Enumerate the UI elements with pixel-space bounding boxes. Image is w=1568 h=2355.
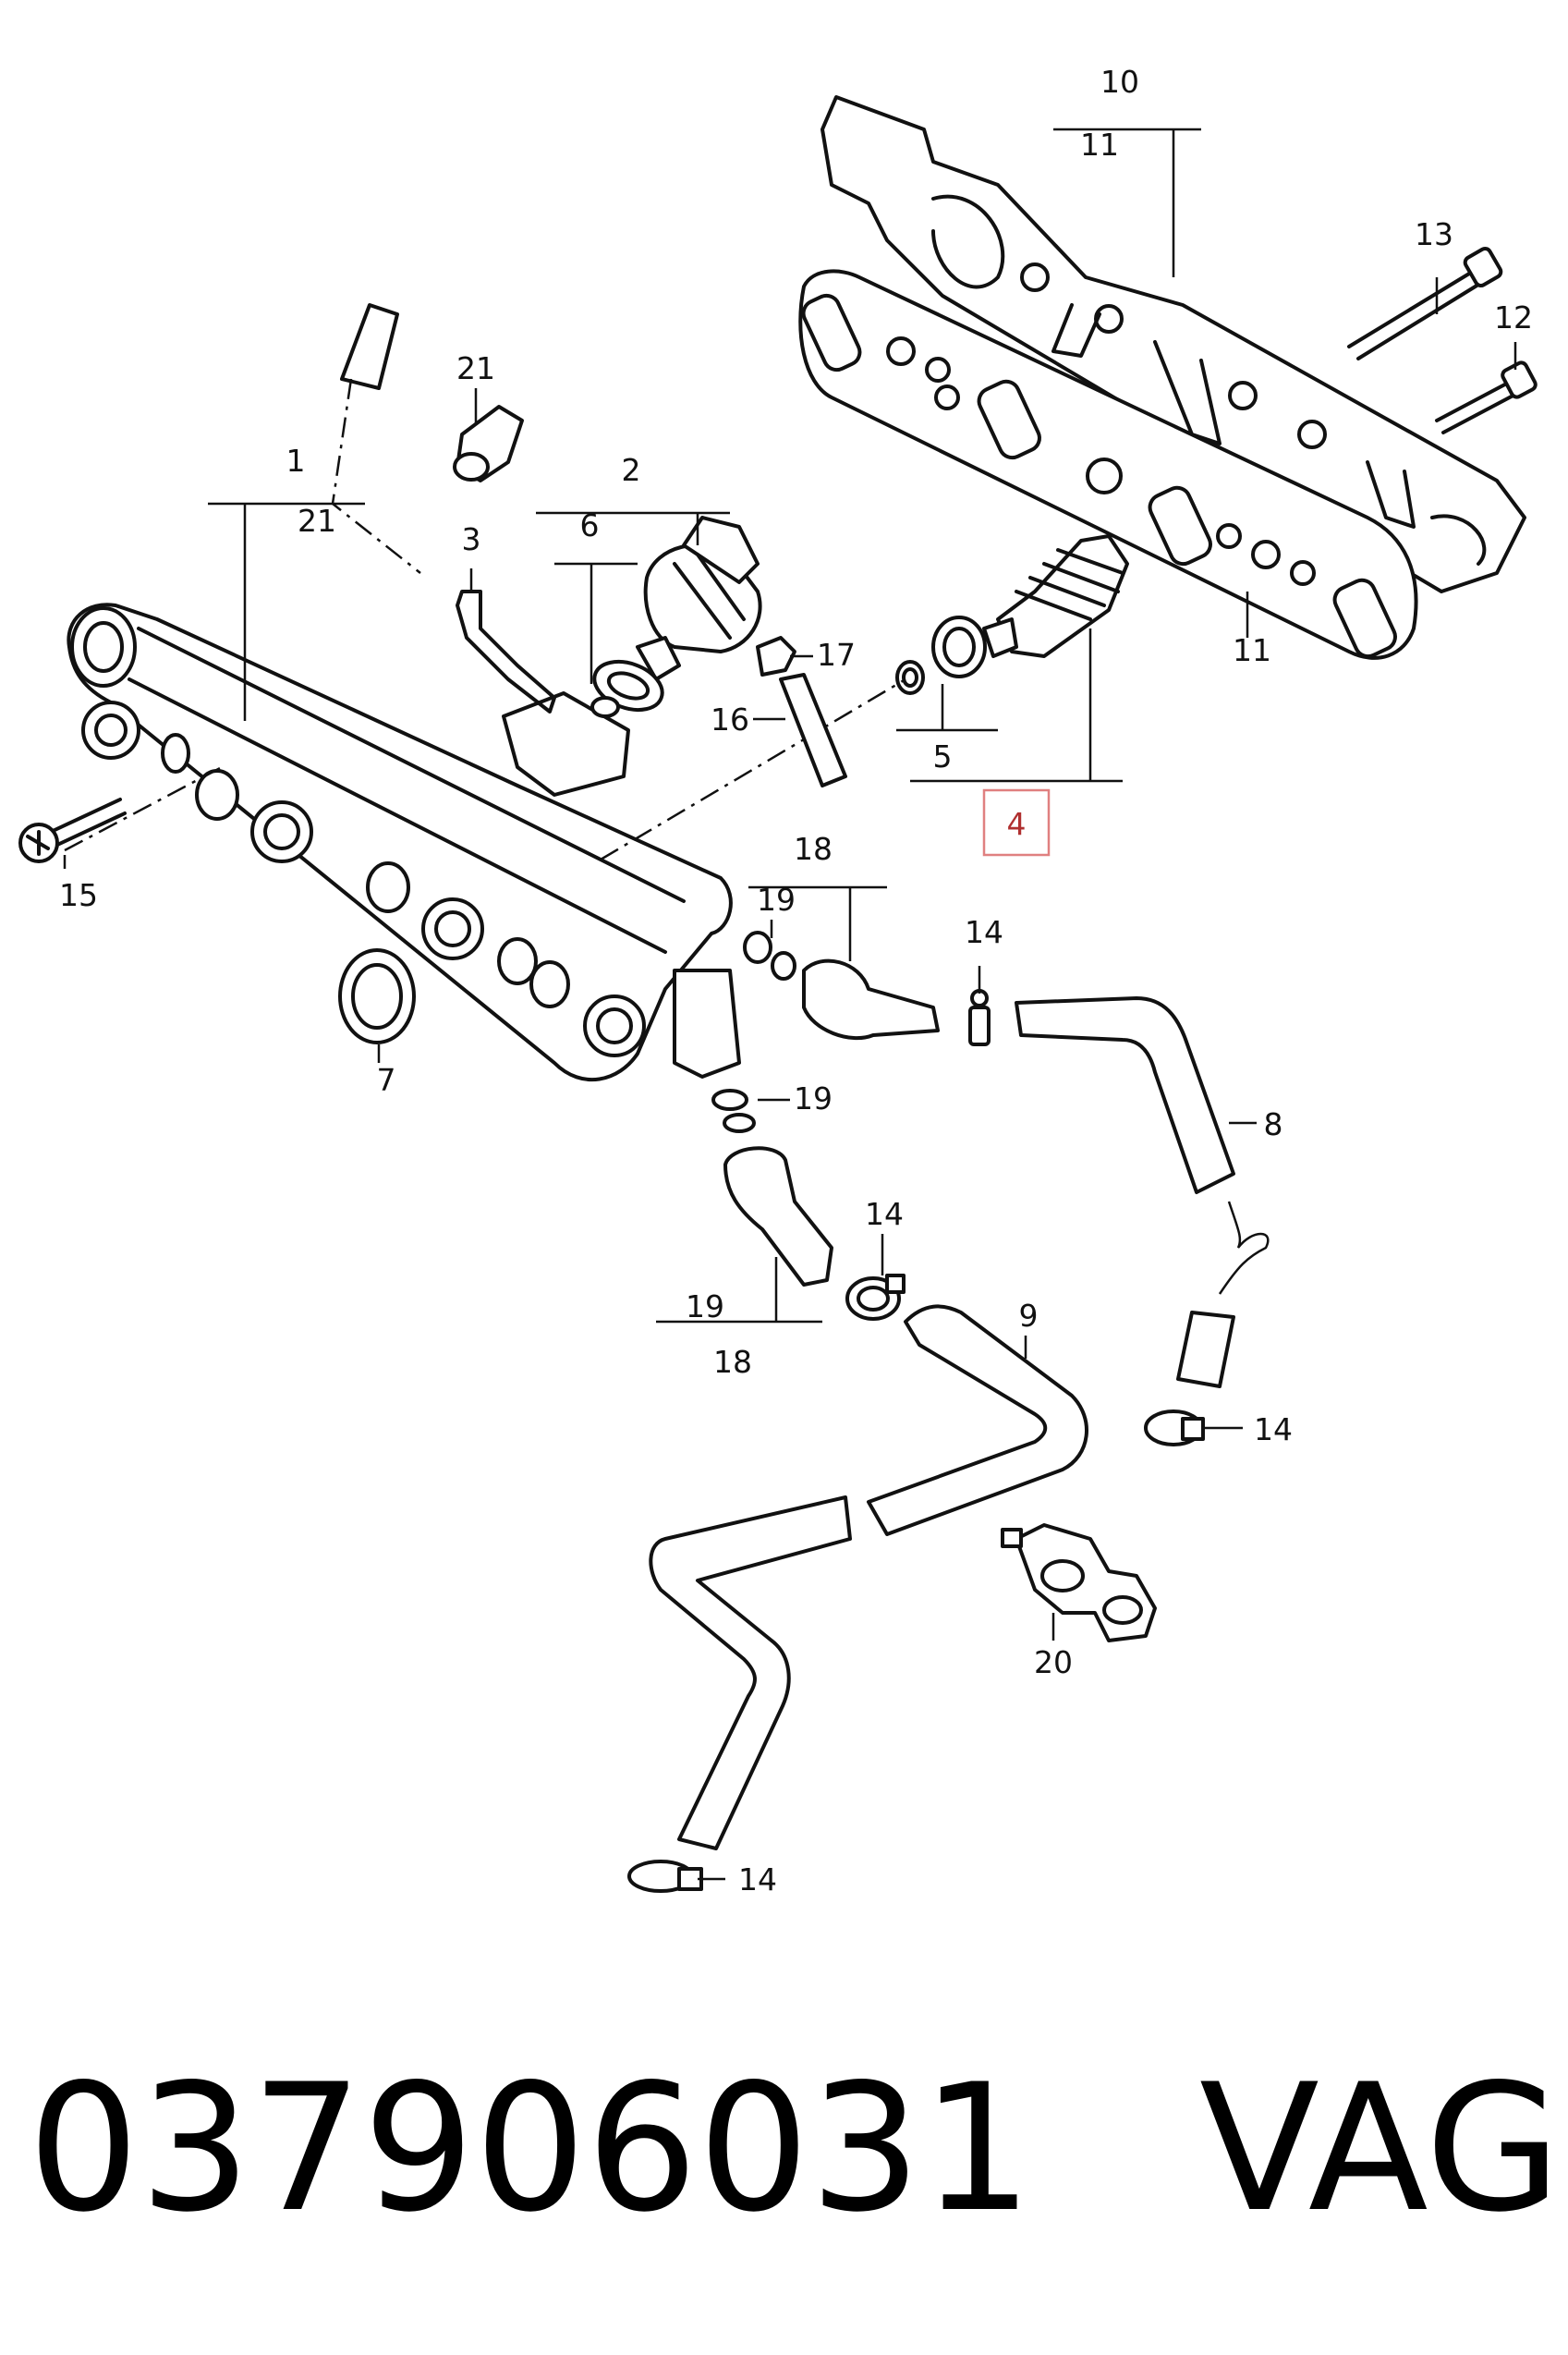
vacuum-elbow-21 xyxy=(453,405,524,482)
return-fitting-lower xyxy=(711,1089,833,1287)
callout-21: 21 xyxy=(456,350,495,386)
fuel-injector xyxy=(982,534,1129,658)
callout-19: 19 xyxy=(794,1080,833,1116)
fuel-hose-9 xyxy=(867,1304,1088,1536)
intake-manifold-gasket xyxy=(798,269,1418,660)
callout-18: 18 xyxy=(713,1344,752,1380)
hose-clip-14-c xyxy=(1144,1409,1205,1446)
callout-14: 14 xyxy=(965,914,1003,950)
callout-19: 19 xyxy=(686,1288,724,1324)
callout-12: 12 xyxy=(1494,299,1533,336)
callout-labels: 10 11 13 12 11 21 1 21 2 6 3 17 16 5 4 1… xyxy=(59,64,1533,1897)
callout-15: 15 xyxy=(59,877,98,913)
callout-14: 14 xyxy=(1254,1411,1293,1447)
spring-clip-3 xyxy=(456,590,556,714)
part-caption: 037906031 VAG xyxy=(28,2046,1562,2251)
hose-16 xyxy=(779,673,847,787)
leader-lines xyxy=(63,128,1517,1881)
callout-19: 19 xyxy=(757,882,796,918)
callout-8: 8 xyxy=(1264,1106,1283,1142)
callout-3: 3 xyxy=(462,521,481,557)
callout-14: 14 xyxy=(738,1861,777,1897)
callout-11: 11 xyxy=(1080,127,1119,163)
callout-10: 10 xyxy=(1100,64,1139,100)
callout-11: 11 xyxy=(1233,632,1271,668)
callout-18: 18 xyxy=(794,831,833,867)
callout-2: 2 xyxy=(622,452,641,488)
double-clip-20 xyxy=(1001,1523,1157,1642)
callout-1: 1 xyxy=(286,443,306,479)
callout-7: 7 xyxy=(377,1062,396,1098)
hose-clip-14-b xyxy=(845,1274,906,1321)
fuel-rail xyxy=(67,303,741,1081)
brand-name: VAG xyxy=(1198,2046,1562,2251)
clip-17 xyxy=(756,636,796,677)
part-number: 037906031 xyxy=(28,2046,1033,2251)
fuel-pressure-regulator xyxy=(636,516,762,681)
highlight-box-4 xyxy=(982,788,1051,857)
o-rings-5 xyxy=(895,616,987,695)
hose-clip-14-d xyxy=(627,1860,703,1893)
rail-seals xyxy=(161,733,570,1008)
fuel-hose-lower xyxy=(649,1495,852,1850)
short-hose xyxy=(1176,1201,1270,1388)
return-fitting-upper xyxy=(743,931,940,1041)
callout-4: 4 xyxy=(1007,806,1027,842)
seal-ring-7 xyxy=(338,948,416,1044)
bolt-15 xyxy=(18,798,127,863)
bolt-13 xyxy=(1347,246,1503,360)
bolt-12 xyxy=(1435,360,1538,434)
hose-clip-14-a xyxy=(968,989,991,1046)
callout-9: 9 xyxy=(1019,1298,1039,1334)
callout-13: 13 xyxy=(1415,216,1453,252)
fuel-hose-8 xyxy=(1015,996,1235,1194)
callout-16: 16 xyxy=(711,702,749,738)
callout-17: 17 xyxy=(817,637,856,673)
gasket-6 xyxy=(590,659,664,718)
callout-5: 5 xyxy=(933,738,953,775)
callout-21: 21 xyxy=(298,503,336,539)
callout-20: 20 xyxy=(1034,1644,1073,1680)
callout-14: 14 xyxy=(865,1196,904,1232)
intake-manifold-upper xyxy=(820,95,1526,593)
callout-6: 6 xyxy=(580,507,600,543)
